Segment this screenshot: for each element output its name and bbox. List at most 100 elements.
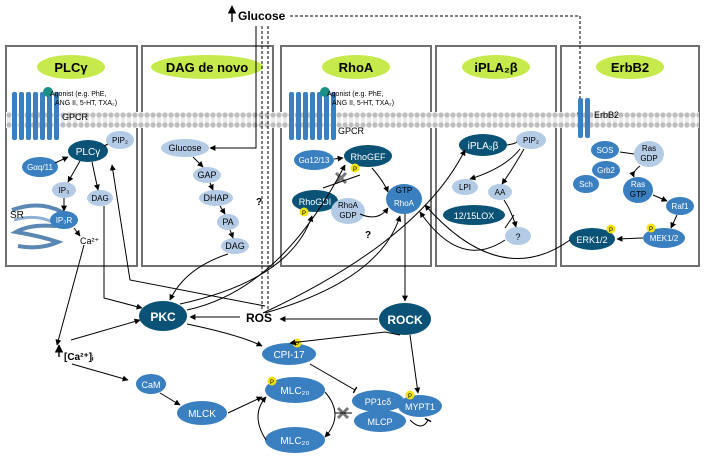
arrow-dhap-pa	[219, 205, 226, 215]
arrow-pkc-rhogef	[186, 164, 346, 311]
gpcr-receptor-2	[289, 87, 336, 140]
phospho-label: P	[408, 394, 412, 400]
ros-label: ROS	[246, 311, 272, 325]
ras-gdp-node	[634, 141, 664, 167]
panel-title-ipla: iPLA₂β	[474, 60, 517, 75]
cpi17-node	[262, 343, 316, 365]
glucose-node-label: Glucose	[168, 143, 201, 153]
lpi-node	[452, 179, 478, 195]
rhoa-gtp-node	[386, 184, 422, 214]
cpi17-label: CPI-17	[273, 350, 305, 361]
cam-label: CaM	[141, 380, 160, 390]
arrow-dag1-pkc	[103, 206, 143, 310]
gap-label: GAP	[197, 170, 216, 180]
panel-plcg	[5, 45, 138, 267]
pp1-node	[352, 390, 404, 412]
agonist-text-1b: ANG II, 5-HT, TXA₂)	[55, 100, 117, 107]
ipla-node-label: iPLA₂β	[468, 141, 499, 152]
panel-dag-denovo	[141, 45, 274, 267]
ip3-node	[52, 182, 76, 198]
arrow-ros-plcg	[109, 164, 266, 307]
arrow-pkc-cpi17	[186, 323, 263, 347]
panel-ipla	[435, 45, 557, 267]
panel-rhoa	[280, 45, 432, 267]
ras-gtp-label-2: GTP	[630, 190, 646, 199]
arrow-raf-mek	[670, 214, 678, 229]
rhogef-node	[344, 145, 392, 167]
ca-label-sr: Ca²⁺	[80, 236, 100, 246]
ras-gtp-node	[623, 177, 653, 203]
arrow-mek-erk	[616, 235, 644, 242]
dhap-label: DHAP	[203, 193, 228, 203]
lox-label: 12/15LOX	[454, 211, 495, 221]
phospho-badge	[299, 207, 309, 217]
pip2-node-1	[106, 131, 134, 149]
phospho-badge	[267, 376, 277, 386]
grb2-label: Grb2	[597, 166, 615, 175]
panel-erbb2	[560, 45, 700, 267]
gap-node	[193, 167, 221, 183]
pa-label: PA	[222, 217, 233, 227]
arrow-pip2-lpi	[469, 148, 521, 181]
dhap-node	[199, 190, 233, 206]
ipla-node	[459, 134, 507, 156]
sos-node	[591, 141, 619, 159]
phospho-badge	[350, 163, 360, 173]
erk-label: ERK1/2	[576, 235, 607, 245]
cell-membrane	[6, 112, 699, 128]
dag-label-1: DAG	[91, 194, 108, 203]
mlcp-node	[354, 410, 406, 432]
sos-label: SOS	[597, 146, 614, 155]
pip2-node-2	[516, 131, 546, 149]
rock-label: ROCK	[387, 313, 423, 327]
arrow-ros-ipla	[262, 149, 466, 314]
phospho-label: P	[302, 211, 306, 217]
phospho-label: P	[353, 167, 357, 173]
aa-label: AA	[495, 188, 506, 197]
arrow-ga-rhogef	[333, 155, 344, 162]
phospho-label: P	[270, 380, 274, 386]
ip3r-label: IP₃R	[56, 216, 73, 225]
arrow-rock-cpi17	[289, 331, 401, 346]
gaq-node	[22, 157, 58, 177]
mypt1-node	[398, 395, 442, 417]
sch-label: Sch	[579, 180, 593, 189]
lox-node	[443, 205, 505, 225]
ras-gtp-label-1: Ras	[631, 180, 645, 189]
inhibition-x-mark-1	[334, 171, 348, 185]
dag-node-1	[87, 190, 113, 206]
pip2-label-2: PIP₂	[523, 136, 539, 145]
sr-label: SR	[10, 210, 24, 221]
grb2-node	[592, 161, 620, 179]
arrow-ca-to-cai	[55, 244, 85, 346]
mlcp-label: MLCP	[367, 417, 392, 427]
arrow-mlc20p-down	[324, 391, 336, 438]
arrow-glucose-gap	[192, 156, 204, 168]
arrow-ras-gdp-gtp	[629, 165, 641, 178]
arrow-pip2-aa	[501, 148, 525, 185]
panel-title-bg	[596, 55, 664, 79]
panel-title-dag: DAG de novo	[166, 60, 248, 75]
ras-gdp-label-2: GDP	[640, 154, 657, 163]
erbb2-receptor	[578, 98, 590, 138]
arrow-mlck-mlc20p	[227, 396, 263, 414]
gpcr-receptor-1	[12, 87, 59, 140]
panel-title-erbb2: ErbB2	[611, 60, 649, 75]
agonist-text-1a: Agonist (e.g. PhE,	[50, 91, 106, 98]
sch-node	[573, 175, 599, 193]
phospho-label: P	[609, 228, 613, 234]
question-mark-dag: ?	[256, 197, 262, 208]
pp1-label: PP1cδ	[365, 397, 392, 407]
rhoa-gdp-label-1: RhoA	[338, 201, 359, 210]
arrow-gdp-gtp	[359, 207, 389, 218]
dashed-to-erbb2	[290, 15, 583, 119]
erk-node	[569, 228, 615, 250]
question-mark-rhoa: ?	[365, 230, 371, 241]
phospho-badge	[405, 390, 415, 400]
panel-title-bg	[151, 55, 263, 79]
rhoa-gtp-label-2: RhoA	[394, 199, 415, 208]
arrow-pkc-rhogdi	[179, 215, 314, 305]
rhogdi-node	[292, 190, 338, 212]
gpcr-label-2: GPCR	[338, 126, 365, 136]
